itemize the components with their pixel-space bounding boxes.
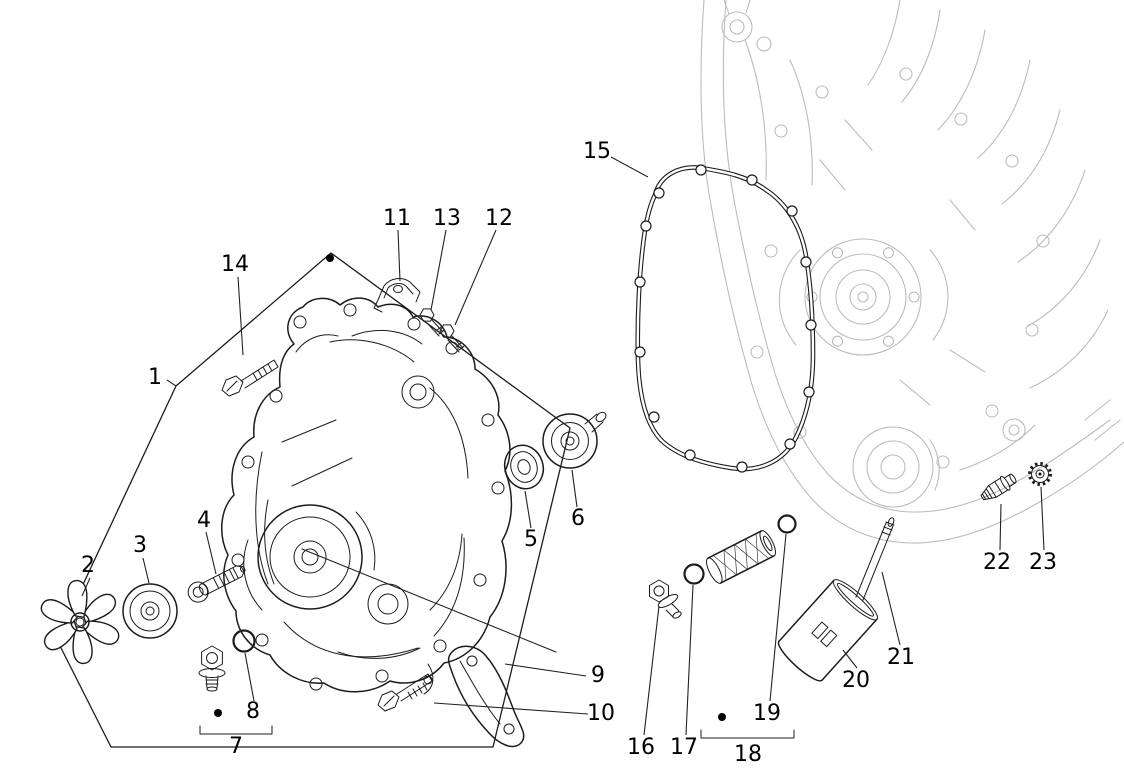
callout-22: 22 xyxy=(983,550,1011,575)
callout-7: 7 xyxy=(229,734,243,759)
bearing-drawing xyxy=(542,411,607,469)
filter-cartridge-drawing xyxy=(706,530,776,584)
callout-18: 18 xyxy=(734,742,762,767)
callout-21: 21 xyxy=(887,645,915,670)
sensor-drawing xyxy=(980,473,1017,501)
callout-19: 19 xyxy=(753,701,781,726)
flywheel-cover-drawing xyxy=(221,297,557,695)
oil-plug-drawing xyxy=(649,579,682,619)
oil-filter-cup-drawing xyxy=(777,579,878,682)
callout-11: 11 xyxy=(383,206,411,231)
flange-bolt-drawing xyxy=(221,359,279,397)
callout-3: 3 xyxy=(133,533,147,558)
oil-seal-drawing xyxy=(503,444,545,490)
callout-12: 12 xyxy=(485,206,513,231)
callout-17: 17 xyxy=(670,735,698,760)
callout-10: 10 xyxy=(587,701,615,726)
drain-plug-drawing xyxy=(198,645,226,692)
bracket-bolt-drawing xyxy=(377,673,433,712)
cover-bolts-drawing xyxy=(419,308,465,353)
callout-5: 5 xyxy=(524,527,538,552)
callout-14: 14 xyxy=(221,252,249,277)
o-ring-8-drawing xyxy=(232,629,256,653)
callout-6: 6 xyxy=(571,506,585,531)
callout-16: 16 xyxy=(627,735,655,760)
filter-stem-drawing xyxy=(855,517,895,601)
o-ring-17-drawing xyxy=(683,563,705,585)
group-bracket-7 xyxy=(199,725,273,735)
assembly-dot xyxy=(326,254,334,262)
support-bracket-drawing xyxy=(447,645,525,748)
water-pump-seal-drawing xyxy=(122,583,178,639)
o-ring-19-drawing xyxy=(777,514,797,534)
trochoid-gear-drawing xyxy=(1028,462,1052,486)
callout-8: 8 xyxy=(246,699,260,724)
callout-13: 13 xyxy=(433,206,461,231)
callout-4: 4 xyxy=(197,508,211,533)
callout-leaders xyxy=(81,156,1045,736)
water-pump-impeller-drawing xyxy=(40,579,120,665)
callout-23: 23 xyxy=(1029,550,1057,575)
engine-crankcase-drawing xyxy=(700,0,1124,544)
callout-1: 1 xyxy=(148,365,162,390)
retainer-bracket-drawing xyxy=(373,278,421,313)
group-dot-18 xyxy=(718,713,726,721)
group-bracket-18 xyxy=(700,729,795,739)
callout-9: 9 xyxy=(591,663,605,688)
pump-shaft-drawing xyxy=(187,565,246,603)
group-dot-7 xyxy=(214,709,222,717)
assembly-boundary xyxy=(56,252,571,748)
callout-20: 20 xyxy=(842,668,870,693)
callout-2: 2 xyxy=(81,553,95,578)
callout-15: 15 xyxy=(583,139,611,164)
gasket-drawing xyxy=(634,164,817,473)
